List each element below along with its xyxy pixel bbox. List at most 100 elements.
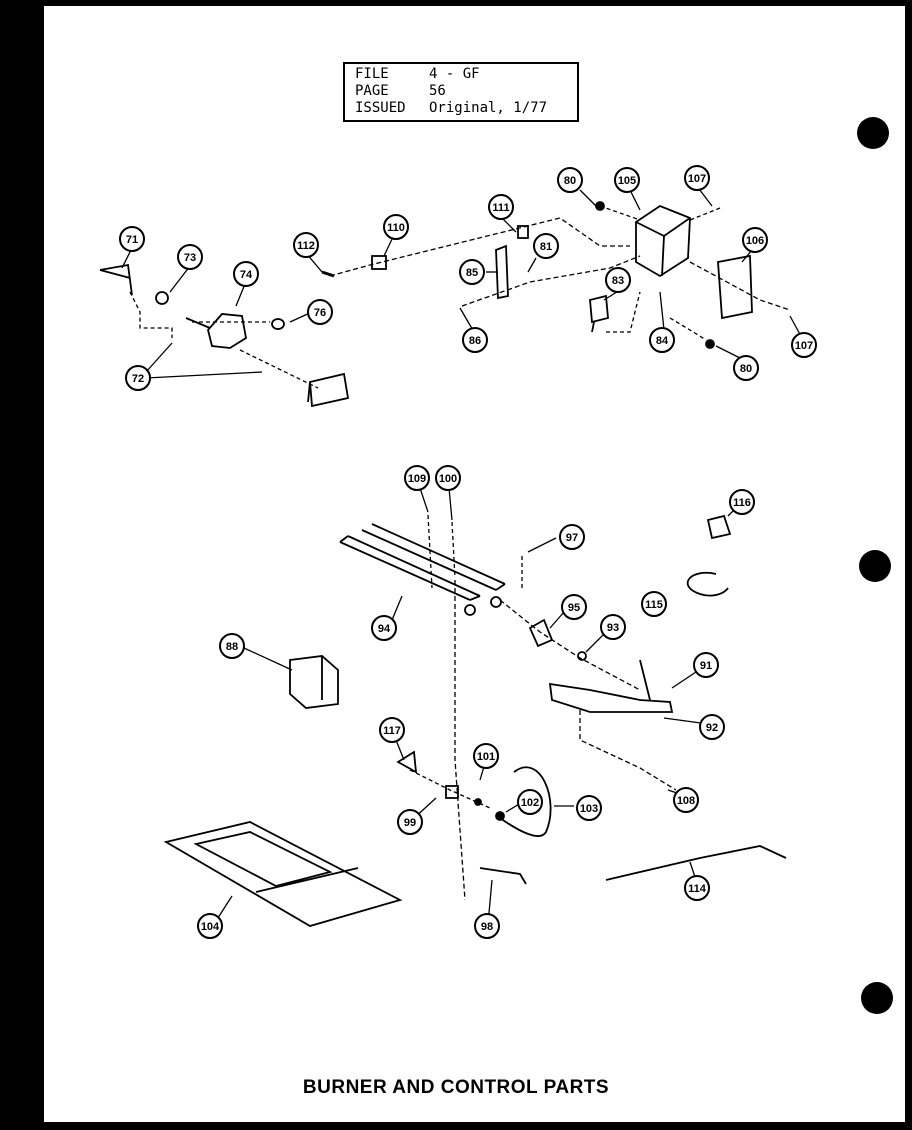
bracket-part <box>99 263 133 296</box>
callout-84: 84 <box>649 327 675 353</box>
callout-circle <box>293 232 319 258</box>
callout-number: 97 <box>566 532 578 544</box>
callout-114: 114 <box>684 875 710 901</box>
callout-92: 92 <box>699 714 725 740</box>
callout-number: 104 <box>201 921 220 933</box>
callout-number: 94 <box>378 623 391 635</box>
callout-circle <box>699 714 725 740</box>
callout-number: 108 <box>677 795 695 807</box>
box-cover-part <box>717 254 753 320</box>
callout-circle <box>379 717 405 743</box>
callout-number: 71 <box>126 234 138 246</box>
nut-part <box>595 201 605 211</box>
bracket-part <box>445 785 459 799</box>
diagram-title: BURNER AND CONTROL PARTS <box>302 1077 610 1098</box>
callout-105: 105 <box>614 167 640 193</box>
callout-number: 101 <box>477 751 495 763</box>
callout-circle <box>177 244 203 270</box>
callout-circle <box>533 233 559 259</box>
callout-98: 98 <box>474 913 500 939</box>
page-row: PAGE 56 <box>355 83 577 100</box>
callout-number: 111 <box>492 202 509 214</box>
callout-number: 106 <box>746 235 764 247</box>
callout-circle <box>473 743 499 769</box>
clip-part <box>371 255 387 270</box>
callout-number: 105 <box>618 175 636 187</box>
callout-72: 72 <box>125 365 151 391</box>
callout-circle <box>614 167 640 193</box>
callout-102: 102 <box>517 789 543 815</box>
callout-number: 81 <box>540 241 552 253</box>
nut-part <box>705 339 715 349</box>
binder-holes <box>857 117 893 1014</box>
cover-part <box>307 372 350 408</box>
callout-number: 107 <box>688 173 706 185</box>
orifice-part <box>479 867 527 885</box>
leader-lines <box>121 184 803 925</box>
callout-80: 80 <box>733 355 759 381</box>
file-value: 4 - GF <box>429 66 480 82</box>
fitting-part <box>495 811 505 821</box>
callout-97: 97 <box>559 524 585 550</box>
callout-115: 115 <box>641 591 667 617</box>
callout-number: 92 <box>706 722 718 734</box>
gas-valve-part <box>289 655 339 709</box>
callout-circle <box>557 167 583 193</box>
callout-85: 85 <box>459 259 485 285</box>
callout-circle <box>435 465 461 491</box>
issued-value: Original, 1/77 <box>429 100 548 116</box>
callout-94: 94 <box>371 615 397 641</box>
callout-number: 116 <box>733 497 751 509</box>
callout-number: 103 <box>580 803 598 815</box>
callout-number: 107 <box>795 340 813 352</box>
callout-104: 104 <box>197 913 223 939</box>
callout-circle <box>233 261 259 287</box>
callout-109: 109 <box>404 465 430 491</box>
manifold-part <box>548 659 674 713</box>
callout-71: 71 <box>119 226 145 252</box>
callout-91: 91 <box>693 652 719 678</box>
callout-number: 100 <box>439 473 457 485</box>
tray-part <box>163 821 403 927</box>
callout-number: 91 <box>700 660 712 672</box>
callout-circle <box>125 365 151 391</box>
callout-circle <box>459 259 485 285</box>
callout-circle <box>684 875 710 901</box>
callout-circle <box>641 591 667 617</box>
callout-86: 86 <box>462 327 488 353</box>
nut-part <box>577 651 587 661</box>
callout-93: 93 <box>600 614 626 640</box>
callout-number: 80 <box>740 363 752 375</box>
callout-number: 83 <box>612 275 624 287</box>
callout-circle <box>371 615 397 641</box>
callout-circle <box>474 913 500 939</box>
callout-circle <box>462 327 488 353</box>
callout-number: 74 <box>240 269 253 281</box>
tube-part <box>499 766 552 837</box>
callout-circle <box>307 299 333 325</box>
callout-number: 109 <box>408 473 426 485</box>
page-value: 56 <box>429 83 446 99</box>
callout-74: 74 <box>233 261 259 287</box>
callout-circle <box>383 214 409 240</box>
file-info-box: FILE 4 - GF PAGE 56 ISSUED Original, 1/7… <box>343 62 579 122</box>
burner-end-part <box>490 596 502 608</box>
burner-assembly-part <box>339 523 506 601</box>
callout-number: 114 <box>688 883 707 895</box>
callout-number: 72 <box>132 373 144 385</box>
callout-111: 111 <box>488 194 514 220</box>
callout-circle <box>561 594 587 620</box>
junction-box-part <box>635 204 691 278</box>
callout-circle <box>119 226 145 252</box>
callout-99: 99 <box>397 809 423 835</box>
callout-76: 76 <box>307 299 333 325</box>
file-label: FILE <box>355 66 389 82</box>
callout-number: 102 <box>521 797 539 809</box>
callout-circle <box>219 633 245 659</box>
callout-number: 95 <box>568 602 580 614</box>
callout-110: 110 <box>383 214 409 240</box>
callout-116: 116 <box>729 489 755 515</box>
